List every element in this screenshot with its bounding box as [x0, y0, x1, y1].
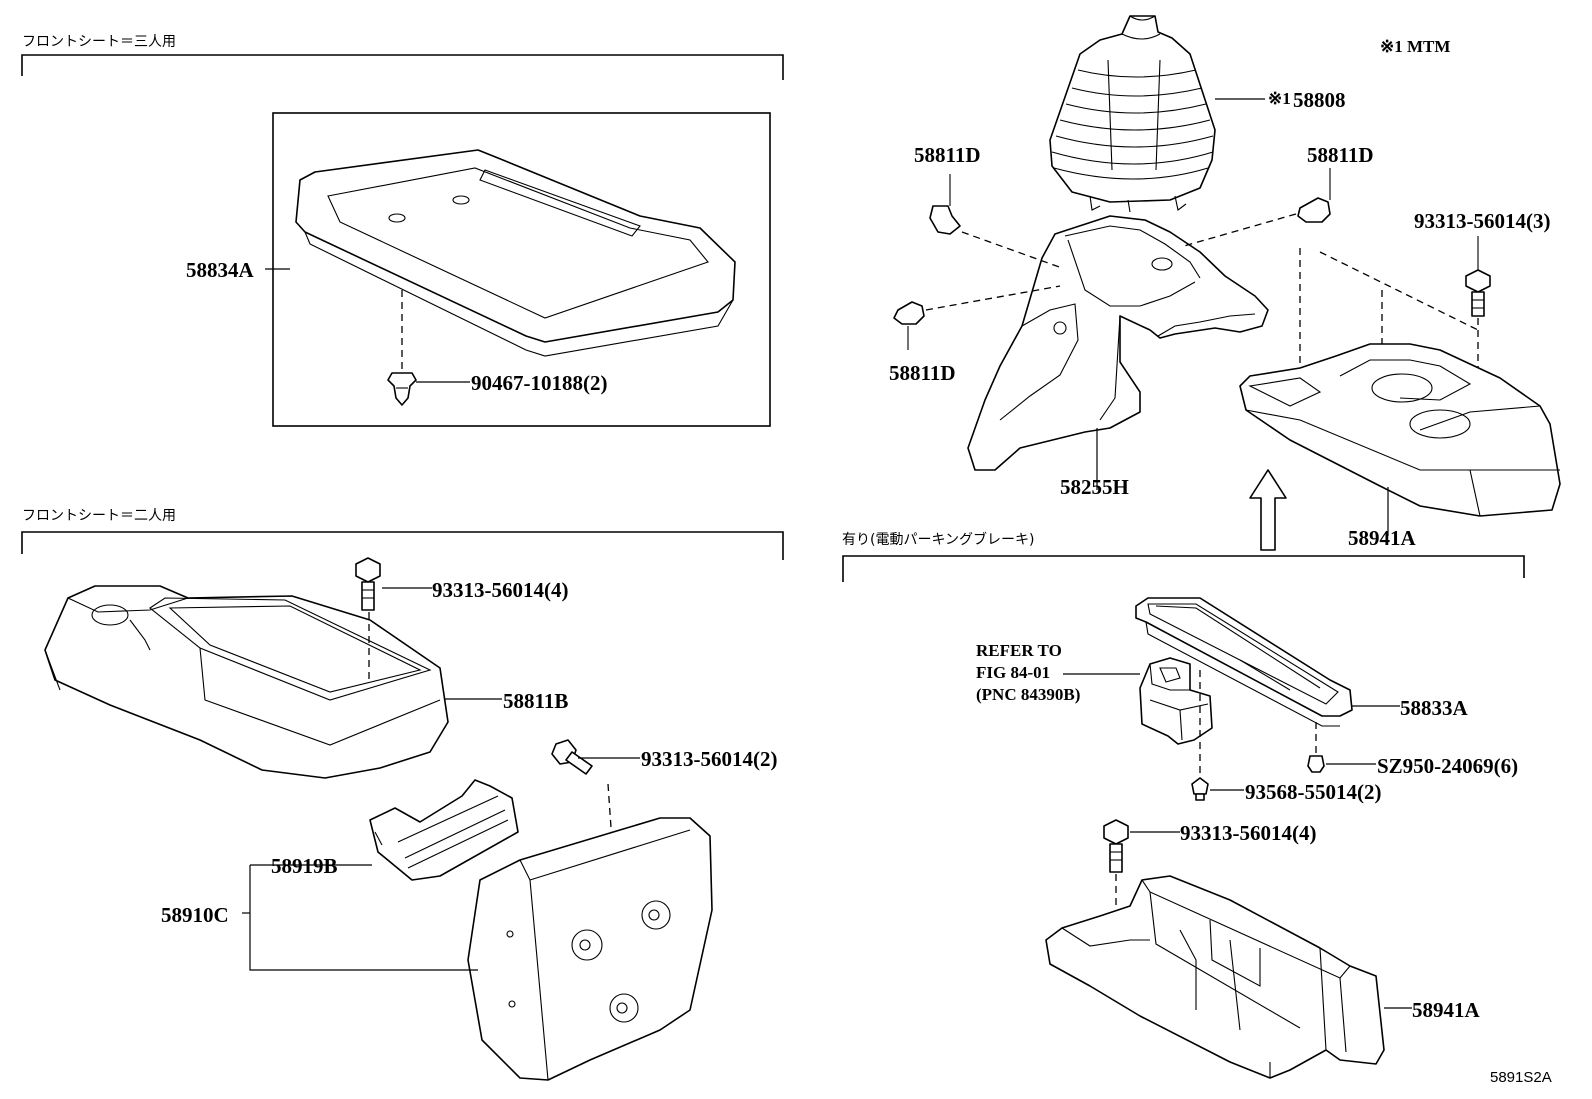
- label-90467-10188: 90467-10188(2): [471, 371, 607, 395]
- dash-93313-3-guide: [1319, 251, 1479, 331]
- label-fig-84-01: FIG 84-01: [976, 663, 1050, 682]
- label-58941A-bottom: 58941A: [1412, 998, 1481, 1022]
- bolt-93313-right: [1103, 819, 1129, 873]
- up-arrow-icon: [1249, 469, 1287, 551]
- header-electric-brake: 有り(電動パーキングブレーキ): [842, 531, 1035, 548]
- label-58811B: 58811B: [503, 689, 568, 713]
- bolt-93313-2: [551, 739, 593, 775]
- label-pnc-84390B: (PNC 84390B): [976, 685, 1080, 704]
- switch-84390B: [1139, 657, 1213, 745]
- figure-id: 5891S2A: [1490, 1069, 1552, 1086]
- bracket-58919B: [369, 779, 519, 881]
- nut-SZ950: [1307, 755, 1325, 773]
- clip-58811D-left-top: [929, 174, 961, 235]
- bracket-three-seat: [21, 54, 784, 80]
- dash-58811D-left-top: [961, 231, 1063, 269]
- note-mtm: ※1 MTM: [1380, 37, 1450, 56]
- header-three-seat: フロントシート＝三人用: [22, 34, 176, 50]
- panel-58255H: [967, 215, 1269, 471]
- tray-58834A: [295, 149, 736, 357]
- label-58808-mark: ※1: [1268, 89, 1291, 108]
- header-two-seat: フロントシート＝二人用: [22, 508, 176, 524]
- panel-58833A: [1135, 597, 1353, 727]
- screw-93568: [1191, 777, 1209, 801]
- label-refer-to: REFER TO: [976, 641, 1062, 660]
- label-93313-56014-4-left: 93313-56014(4): [432, 578, 568, 602]
- console-58811B: [44, 585, 449, 779]
- label-58808: 58808: [1293, 88, 1346, 112]
- label-58811D-left-bottom: 58811D: [889, 361, 956, 385]
- bracket-two-seat: [21, 531, 784, 560]
- label-58811D-left-top: 58811D: [914, 143, 981, 167]
- clip-58811D-right-top: [1297, 168, 1331, 223]
- cover-58910C: [467, 817, 713, 1081]
- label-58919B: 58919B: [271, 854, 338, 878]
- bolt-93313-left: [355, 557, 381, 611]
- label-SZ950-24069: SZ950-24069(6): [1377, 754, 1518, 778]
- dash-58811D-right-top: [1183, 213, 1297, 247]
- label-93568-55014: 93568-55014(2): [1245, 780, 1381, 804]
- label-58941A-top: 58941A: [1348, 526, 1417, 550]
- label-58834A: 58834A: [186, 258, 255, 282]
- label-93313-56014-2: 93313-56014(2): [641, 747, 777, 771]
- dash-58811D-left-bottom: [925, 285, 1061, 311]
- label-58833A: 58833A: [1400, 696, 1469, 720]
- console-58941A-top: [1239, 343, 1561, 517]
- label-58910C: 58910C: [161, 903, 229, 927]
- label-58255H: 58255H: [1060, 475, 1129, 499]
- boot-58808: [1049, 15, 1216, 213]
- label-93313-56014-3: 93313-56014(3): [1414, 209, 1550, 233]
- label-58811D-right-top: 58811D: [1307, 143, 1374, 167]
- clip-58811D-left-bottom: [893, 301, 925, 350]
- console-58941A-bottom: [1045, 875, 1385, 1079]
- label-93313-56014-4-right: 93313-56014(4): [1180, 821, 1316, 845]
- clip-90467: [387, 372, 417, 406]
- bolt-93313-3: [1465, 236, 1491, 317]
- lead-58910C-bracket: [249, 865, 478, 971]
- bracket-electric-brake: [842, 555, 1525, 582]
